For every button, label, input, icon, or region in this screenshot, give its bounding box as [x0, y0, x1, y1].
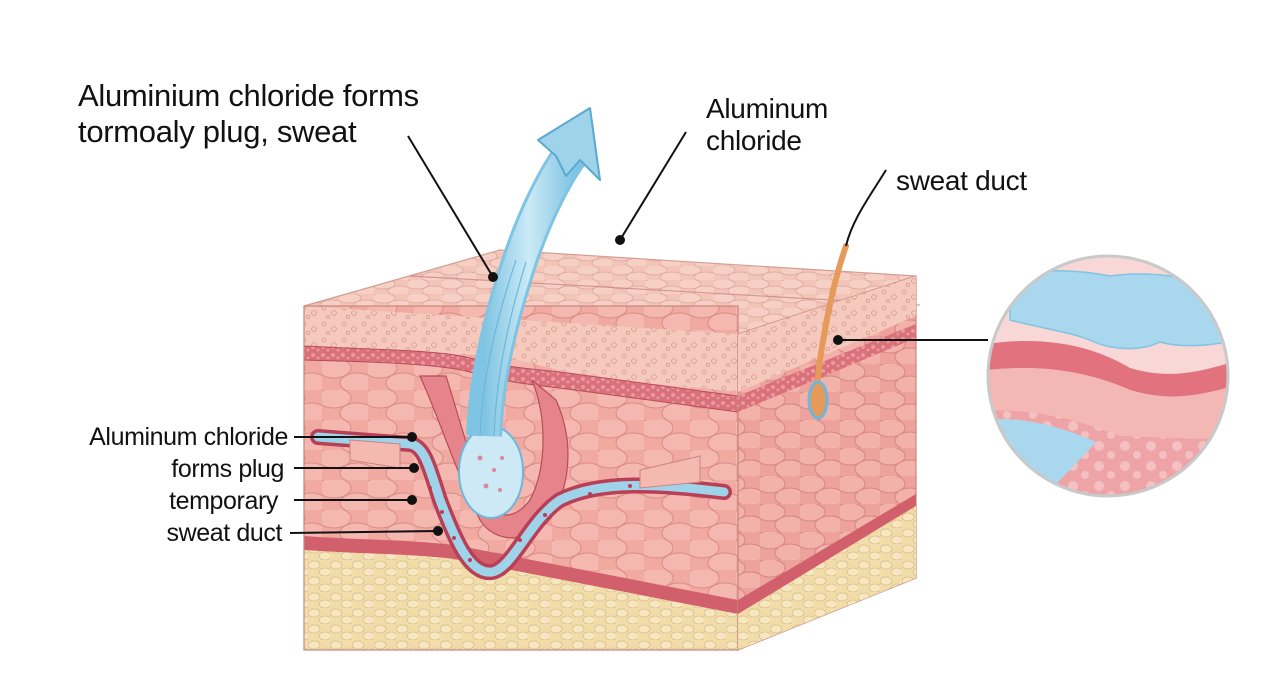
leader-top-right — [845, 169, 887, 247]
label-top-right: sweat duct — [896, 165, 1027, 196]
label-top-center-line2: chloride — [706, 125, 802, 156]
basal-layer — [304, 345, 738, 413]
label-top-center-line1: Aluminum — [706, 93, 829, 124]
leader-top-left — [407, 135, 494, 278]
label-left-3: temporary — [169, 487, 278, 515]
label-left-4: sweat duct — [166, 519, 282, 547]
label-left-1: Aluminum chloride — [89, 423, 288, 451]
label-top-left-line2: tormoaly plug, sweat — [78, 114, 357, 149]
leader-left-4 — [289, 530, 439, 534]
leader-lines — [289, 131, 988, 534]
subcutaneous-fat-layer — [304, 550, 738, 650]
label-top-left-line1: Aluminium chloride forms — [78, 78, 419, 113]
magnified-detail-circle — [986, 254, 1230, 498]
label-left-2: forms plug — [171, 455, 284, 483]
epidermis-layer — [304, 306, 738, 392]
leader-top-center — [619, 131, 687, 241]
arrow-head — [537, 107, 601, 181]
leader-dots — [407, 235, 843, 536]
follicle-bulb — [458, 425, 524, 519]
skin-block — [303, 107, 921, 651]
